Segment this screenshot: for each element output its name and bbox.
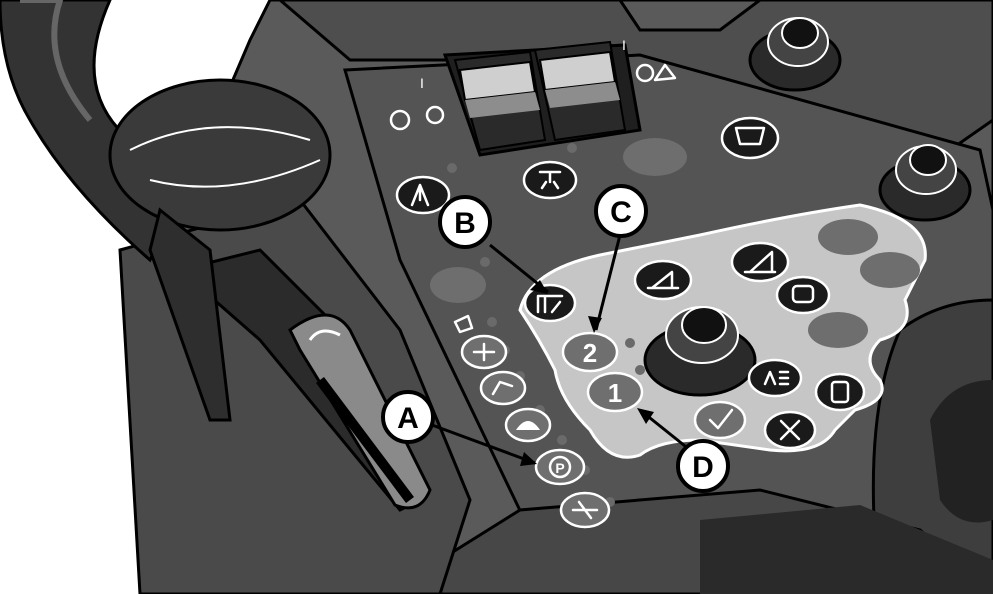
callout-b-label: B — [454, 207, 476, 240]
shift-lever[interactable] — [0, 0, 332, 422]
callout-b: B — [438, 195, 492, 249]
memory-button-2-label: 2 — [583, 338, 597, 368]
cancel-button[interactable] — [763, 410, 817, 450]
tortoise-button[interactable] — [504, 407, 552, 443]
hitch-position-button[interactable] — [395, 175, 451, 215]
hitch-raise-button[interactable] — [730, 241, 790, 283]
diff-lock-button[interactable] — [559, 491, 611, 529]
park-brake-button[interactable]: P — [534, 448, 586, 486]
blank-button[interactable] — [623, 138, 687, 176]
blank-button[interactable] — [818, 219, 878, 255]
headland-icon — [536, 294, 564, 314]
callout-a: A — [381, 390, 435, 444]
hitch-lift-icon — [491, 380, 514, 396]
cab-icon — [791, 284, 815, 304]
hitch-lift-button[interactable] — [479, 370, 527, 406]
knob-right[interactable] — [878, 144, 972, 222]
implement-icon — [734, 126, 766, 146]
blank-button[interactable] — [430, 267, 486, 303]
rocker-switches: I I — [389, 37, 677, 157]
engine-icon-1 — [453, 314, 474, 334]
callout-leaders — [431, 234, 691, 466]
increase-icon — [763, 370, 790, 386]
park-brake-icon — [548, 455, 572, 479]
callout-d-label: D — [692, 451, 714, 484]
callout-c-label: C — [610, 196, 632, 229]
knob-top-right[interactable] — [748, 17, 842, 92]
knob-center[interactable] — [643, 306, 757, 397]
spray-button[interactable] — [522, 160, 578, 200]
pto-button[interactable] — [460, 334, 508, 370]
memory-button-1[interactable]: 1 — [586, 371, 644, 413]
cab-button[interactable] — [775, 275, 831, 315]
hitch-lower-button[interactable] — [633, 259, 693, 301]
callout-c: C — [594, 184, 648, 238]
callout-a-label: A — [397, 402, 419, 435]
callout-d: D — [676, 439, 730, 493]
x-icon — [779, 419, 801, 441]
memory-button-1-label: 1 — [608, 378, 622, 408]
info-button[interactable] — [814, 372, 866, 412]
headland-button[interactable] — [523, 283, 577, 323]
beacon-icon — [389, 105, 445, 131]
hitch-lower-icon — [646, 270, 680, 290]
checkmark-icon — [708, 408, 734, 430]
blank-button[interactable] — [808, 312, 868, 348]
memory-button-2[interactable]: 2 — [561, 331, 619, 373]
switch-marking-right: I — [622, 37, 626, 53]
hitch-icon — [410, 183, 430, 207]
tortoise-icon — [516, 421, 540, 430]
blank-buttons — [430, 138, 920, 348]
info-icon — [830, 380, 850, 404]
hitch-raise-icon — [743, 250, 777, 274]
rocker-switch-left[interactable] — [453, 50, 547, 152]
work-light-icon — [635, 63, 677, 83]
diff-lock-icon — [571, 500, 599, 520]
implement-button[interactable] — [720, 116, 780, 160]
spray-icon — [538, 170, 562, 190]
switch-marking-left: I — [420, 75, 424, 91]
rocker-switch-right[interactable] — [533, 40, 627, 142]
confirm-button[interactable] — [693, 400, 747, 440]
blank-button[interactable] — [860, 252, 920, 288]
increase-button[interactable] — [747, 358, 803, 398]
pto-icon — [472, 342, 496, 362]
park-brake-letter: P — [555, 460, 564, 476]
